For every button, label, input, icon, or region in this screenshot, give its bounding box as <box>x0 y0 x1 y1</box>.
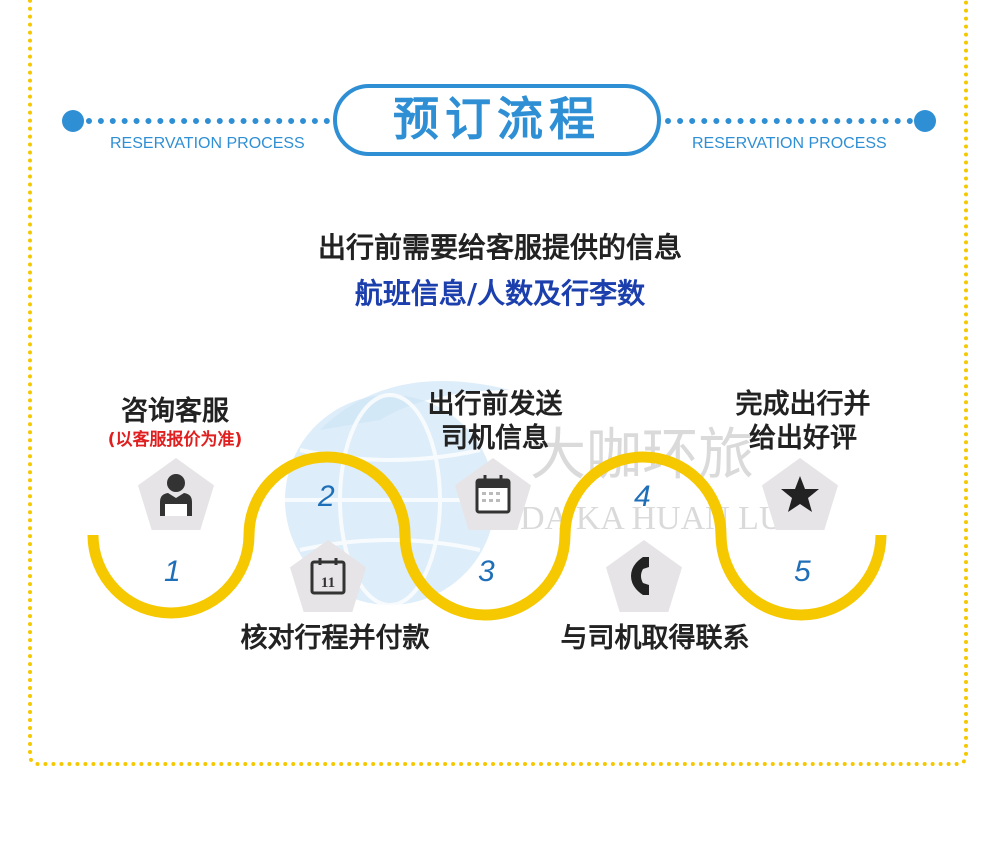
dot-left <box>62 110 84 132</box>
step-1-title: 咨询客服 <box>121 396 229 427</box>
arc-5 <box>715 534 887 621</box>
step-number-3: 3 <box>478 555 495 588</box>
step-2-label: 核对行程并付款 <box>240 623 430 654</box>
step-3-label: 出行前发送 司机信息 <box>395 388 595 456</box>
step-1-label: 咨询客服 (以客服报价为准) <box>75 395 275 451</box>
step-number-2: 2 <box>318 480 335 513</box>
step-3-line1: 出行前发送 <box>427 389 563 420</box>
subtitle-right: RESERVATION PROCESS <box>692 135 887 152</box>
dotted-frame <box>28 0 968 766</box>
arc-3 <box>399 534 571 621</box>
info-detail: 航班信息/人数及行李数 <box>354 277 646 310</box>
page-title: 预订流程 <box>333 84 661 156</box>
step-5-label: 完成出行并 给出好评 <box>703 388 903 456</box>
calendar-day-text: 11 <box>321 575 335 591</box>
dot-right <box>914 110 936 132</box>
step-5-line1: 完成出行并 <box>735 389 871 420</box>
step-number-4: 4 <box>634 480 651 513</box>
step-number-5: 5 <box>794 555 811 588</box>
step-1-note: (以客服报价为准) <box>107 430 243 450</box>
subtitle-left: RESERVATION PROCESS <box>110 135 305 152</box>
arc-2 <box>243 451 411 536</box>
step-5-line2: 给出好评 <box>749 423 857 454</box>
step-4-label: 与司机取得联系 <box>560 623 750 654</box>
arc-4 <box>559 451 727 536</box>
step-number-1: 1 <box>164 555 181 588</box>
dotted-line-left <box>86 118 330 130</box>
arc-1 <box>87 534 255 619</box>
dotted-line-right <box>665 118 913 130</box>
step-3-line2: 司机信息 <box>441 423 549 454</box>
info-heading: 出行前需要给客服提供的信息 <box>317 231 682 264</box>
